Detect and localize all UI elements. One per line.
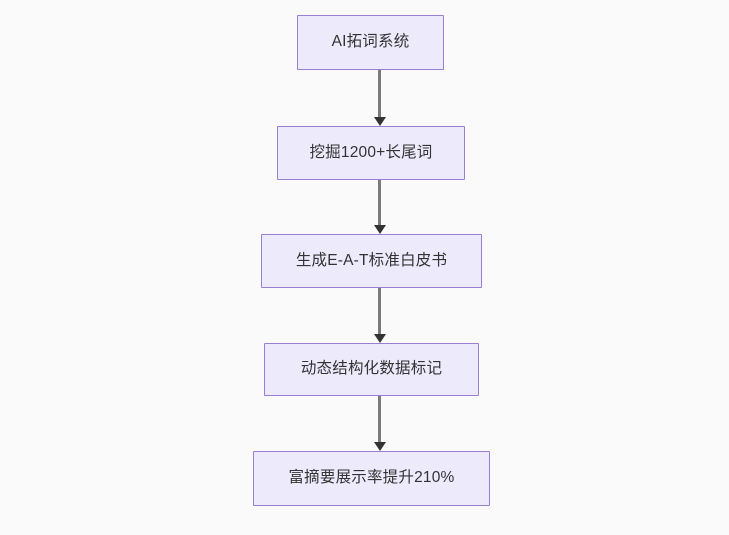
flowchart-edge-n0-n1: [368, 70, 392, 126]
arrow-down-icon: [373, 225, 386, 234]
edge-line: [378, 288, 381, 335]
flowchart-node-mine-longtail-keywords[interactable]: 挖掘1200+长尾词: [277, 126, 465, 180]
edge-line: [378, 70, 381, 118]
arrow-down-icon: [373, 117, 386, 126]
arrow-down-icon: [373, 334, 386, 343]
flowchart-node-dynamic-structured-data-markup[interactable]: 动态结构化数据标记: [264, 343, 479, 396]
flowchart-node-label: 动态结构化数据标记: [300, 360, 443, 378]
edge-line: [378, 396, 381, 443]
flowchart-edge-n3-n4: [368, 396, 392, 451]
flowchart-node-label: 挖掘1200+长尾词: [309, 143, 433, 161]
flowchart-edge-n1-n2: [368, 180, 392, 234]
flowchart-node-label: AI拓词系统: [331, 33, 410, 51]
flowchart-node-label: 生成E-A-T标准白皮书: [295, 251, 448, 269]
edge-line: [378, 180, 381, 226]
flowchart-node-generate-eat-whitepaper[interactable]: 生成E-A-T标准白皮书: [261, 234, 482, 288]
flowchart-edge-n2-n3: [368, 288, 392, 343]
flowchart-node-rich-snippet-impression-lift[interactable]: 富摘要展示率提升210%: [253, 451, 490, 506]
arrow-down-icon: [373, 442, 386, 451]
flowchart-node-label: 富摘要展示率提升210%: [288, 469, 455, 487]
flowchart-node-ai-keyword-system[interactable]: AI拓词系统: [297, 15, 444, 70]
